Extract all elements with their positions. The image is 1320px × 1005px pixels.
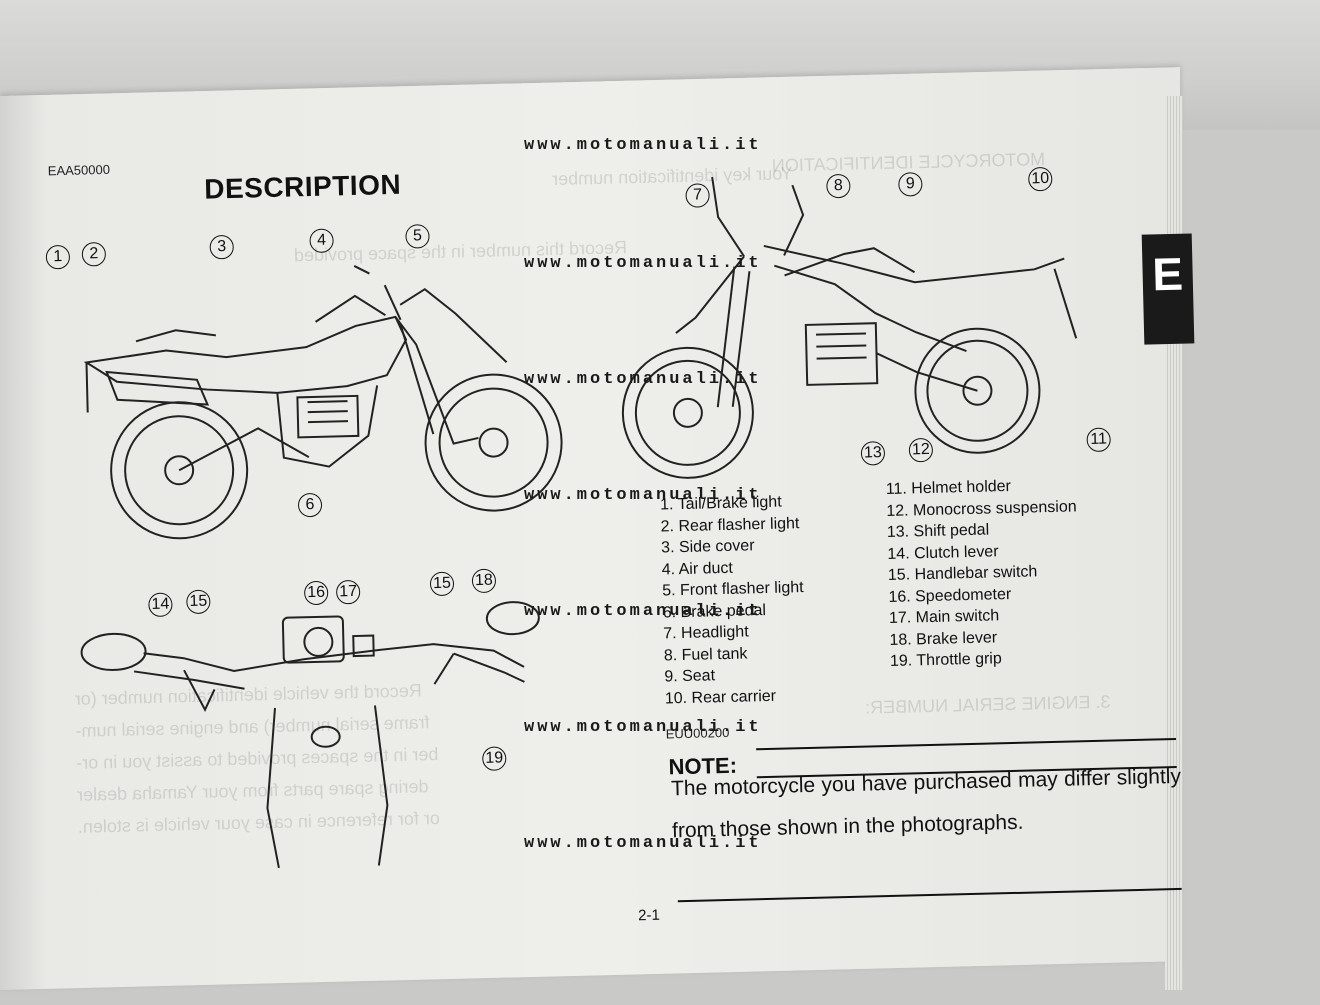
watermark: www.motomanuali.it [524, 602, 762, 621]
list-item: 10. Rear carrier [664, 687, 777, 707]
watermark: www.motomanuali.it [524, 370, 762, 389]
callout-15: 15 [429, 571, 455, 597]
watermark: www.motomanuali.it [524, 136, 762, 155]
watermark: www.motomanuali.it [524, 486, 762, 505]
handlebar-diagram [80, 601, 540, 869]
motorcycle-left-side-diagram [83, 265, 563, 540]
document-code: EAA50000 [47, 161, 111, 179]
list-item: 2. Rear flasher light [660, 514, 800, 536]
note-bottom-rule [677, 887, 1182, 902]
list-item: 19. Throttle grip [889, 650, 1002, 670]
parts-list-left: 1. Tail/Brake light 2. Rear flasher ligh… [660, 491, 807, 709]
motorcycle-right-side-diagram [621, 177, 1078, 479]
watermark: www.motomanuali.it [524, 834, 762, 853]
callout-18: 18 [471, 568, 497, 594]
parts-list-right: 11. Helmet holder 12. Monocross suspensi… [886, 474, 1081, 672]
watermark: www.motomanuali.it [524, 254, 762, 273]
watermark: www.motomanuali.it [524, 718, 762, 737]
note-top-rule [756, 737, 1177, 750]
callout-11: 11 [1086, 427, 1111, 453]
page-number: 2-1 [637, 906, 661, 925]
language-tab: E [1141, 233, 1195, 345]
show-through-text: 3. ENGINE SERIAL NUMBER: [864, 691, 1111, 718]
list-item: 5. Front flasher light [662, 579, 804, 600]
page-title: DESCRIPTION [203, 168, 402, 205]
